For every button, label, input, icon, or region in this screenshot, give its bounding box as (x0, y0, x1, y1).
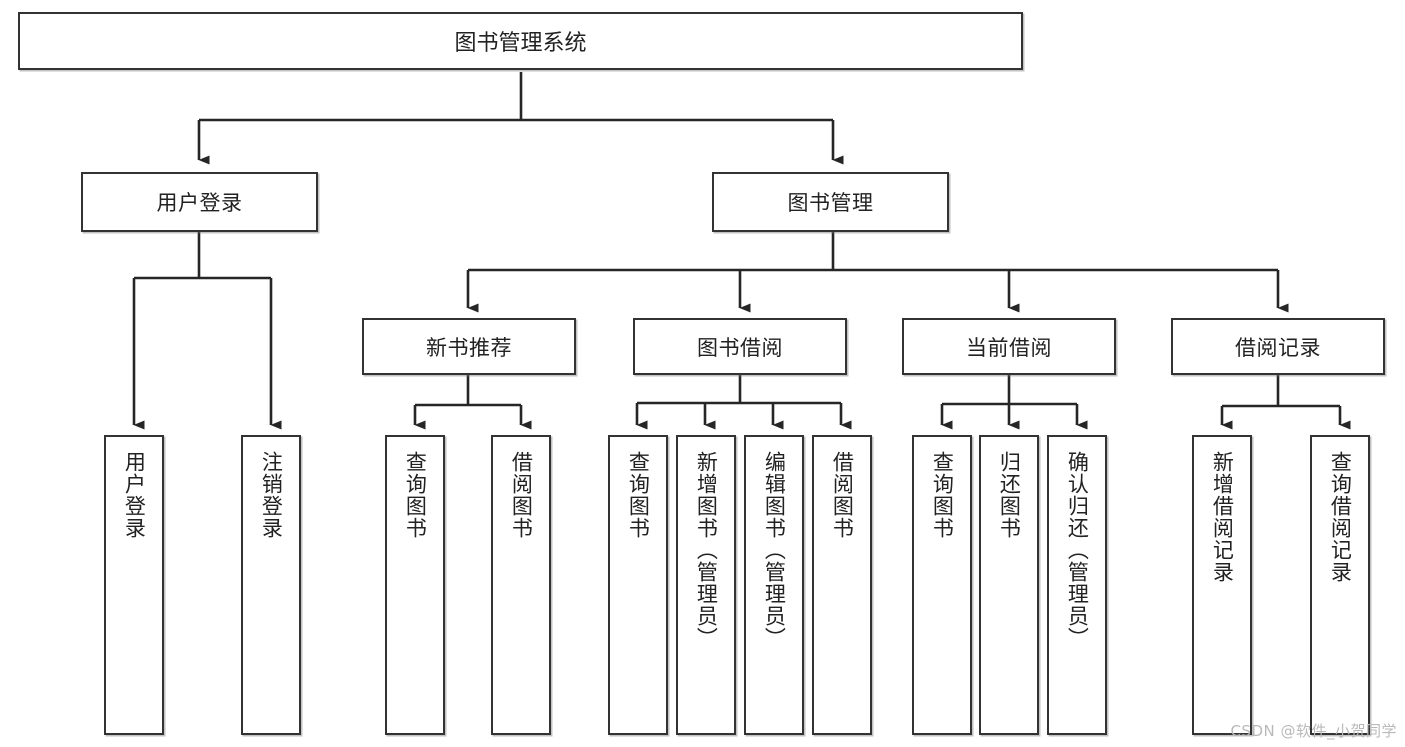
leaf-current-borrow-return[interactable]: 归还图书 (979, 435, 1039, 735)
leaf-label: 用户登录 (122, 451, 147, 539)
node-label: 当前借阅 (966, 335, 1052, 360)
node-user-login[interactable]: 用户登录 (81, 172, 318, 232)
node-label: 新书推荐 (426, 335, 512, 360)
leaf-label: 查询图书 (403, 451, 428, 539)
watermark-csdn: CSDN @软件_小贺同学 (1230, 722, 1397, 740)
node-label: 图书管理 (787, 191, 874, 215)
leaf-label: 查询图书 (930, 451, 955, 539)
leaf-new-books-query[interactable]: 查询图书 (385, 435, 445, 735)
leaf-label: 新增借阅记录 (1210, 451, 1235, 583)
node-new-book-recommend[interactable]: 新书推荐 (362, 318, 576, 375)
leaf-label: 借阅图书 (509, 451, 534, 539)
node-current-borrow[interactable]: 当前借阅 (902, 318, 1116, 375)
node-book-management[interactable]: 图书管理 (712, 172, 949, 232)
node-label: 借阅记录 (1235, 335, 1321, 360)
leaf-new-books-borrow[interactable]: 借阅图书 (491, 435, 551, 735)
leaf-book-borrow-add[interactable]: 新增图书（管理员） (676, 435, 736, 735)
leaf-borrow-records-add[interactable]: 新增借阅记录 (1192, 435, 1252, 735)
leaf-borrow-records-query[interactable]: 查询借阅记录 (1310, 435, 1370, 735)
node-label: 图书管理系统 (454, 31, 587, 56)
leaf-label: 归还图书 (997, 451, 1022, 539)
leaf-user-login-login[interactable]: 用户登录 (104, 435, 164, 735)
leaf-book-borrow-borrow[interactable]: 借阅图书 (812, 435, 872, 735)
node-label: 用户登录 (156, 191, 243, 215)
leaf-label: 查询借阅记录 (1328, 451, 1353, 583)
leaf-user-login-logout[interactable]: 注销登录 (241, 435, 301, 735)
leaf-current-borrow-confirm-return[interactable]: 确认归还（管理员） (1047, 435, 1107, 735)
leaf-label: 确认归还（管理员） (1065, 451, 1090, 649)
node-label: 图书借阅 (697, 335, 783, 360)
leaf-label: 借阅图书 (830, 451, 855, 539)
node-book-borrow[interactable]: 图书借阅 (633, 318, 847, 375)
leaf-book-borrow-query[interactable]: 查询图书 (608, 435, 668, 735)
leaf-label: 编辑图书（管理员） (762, 451, 787, 649)
leaf-label: 查询图书 (626, 451, 651, 539)
leaf-label: 注销登录 (259, 451, 284, 539)
node-borrow-records[interactable]: 借阅记录 (1171, 318, 1385, 375)
leaf-book-borrow-edit[interactable]: 编辑图书（管理员） (744, 435, 804, 735)
leaf-label: 新增图书（管理员） (694, 451, 719, 649)
node-root-system[interactable]: 图书管理系统 (18, 12, 1023, 70)
leaf-current-borrow-query[interactable]: 查询图书 (912, 435, 972, 735)
